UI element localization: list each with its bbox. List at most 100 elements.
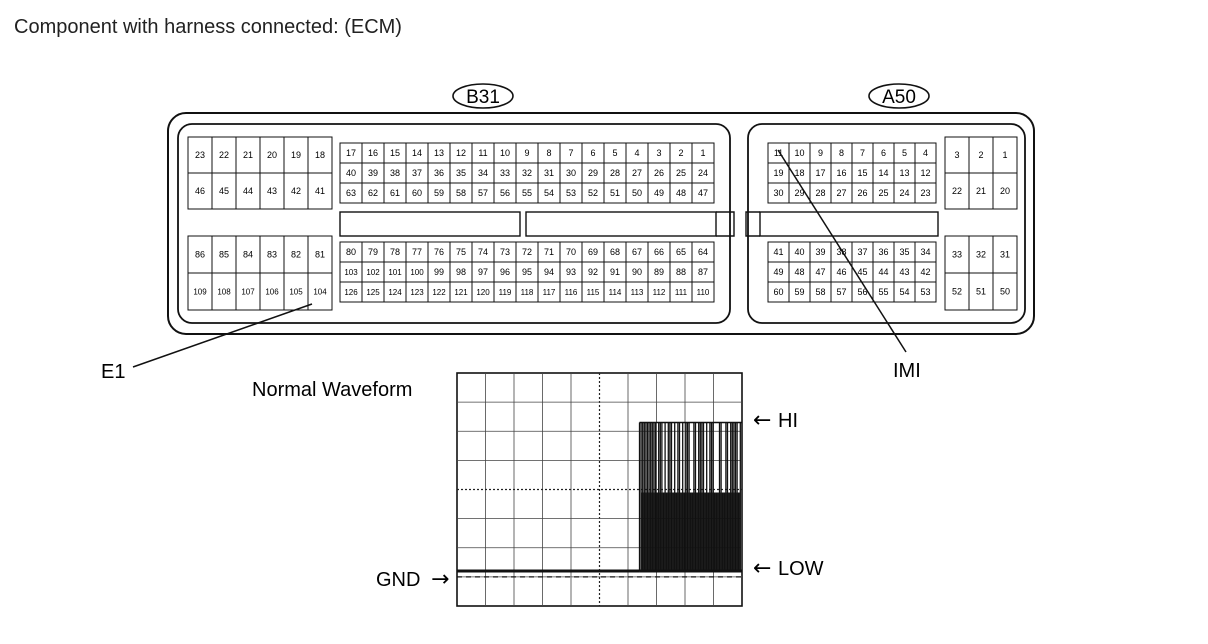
- a50-pin-35: 35: [894, 242, 915, 262]
- b31-label-badge: B31: [453, 84, 513, 108]
- b31-pin-label: 3: [656, 148, 661, 158]
- a50-pin-label: 9: [818, 148, 823, 158]
- b31-pin-label: 34: [478, 168, 488, 178]
- b31-pin-label: 20: [267, 150, 277, 160]
- a50-pin-2: 2: [969, 137, 993, 173]
- b31-pin-label: 120: [476, 288, 490, 297]
- b31-pin-label: 124: [388, 288, 402, 297]
- b31-pin-115: 115: [582, 282, 604, 302]
- b31-pin-label: 38: [390, 168, 400, 178]
- a50-pin-label: 34: [920, 247, 930, 257]
- a50-pin-label: 57: [836, 287, 846, 297]
- a50-pin-19: 19: [768, 163, 789, 183]
- b31-pin-33: 33: [494, 163, 516, 183]
- a50-pin-20: 20: [993, 173, 1017, 209]
- b31-pin-label: 96: [500, 267, 510, 277]
- b31-pin-121: 121: [450, 282, 472, 302]
- a50-pin-29: 29: [789, 183, 810, 203]
- a50-pin-27: 27: [831, 183, 852, 203]
- b31-pin-label: 29: [588, 168, 598, 178]
- b31-pin-label: 109: [193, 288, 207, 297]
- a50-pin-10: 10: [789, 143, 810, 163]
- a50-pin-37: 37: [852, 242, 873, 262]
- a50-pin-54: 54: [894, 282, 915, 302]
- b31-pin-35: 35: [450, 163, 472, 183]
- a50-pin-56: 56: [852, 282, 873, 302]
- b31-pin-label: 69: [588, 247, 598, 257]
- a50-pin-label: 1: [1002, 150, 1007, 160]
- a50-pin-36: 36: [873, 242, 894, 262]
- a50-pin-label: 17: [815, 168, 825, 178]
- b31-pin-48: 48: [670, 183, 692, 203]
- b31-pin-126: 126: [340, 282, 362, 302]
- b31-pin-label: 123: [410, 288, 424, 297]
- a50-pin-label: 44: [878, 267, 888, 277]
- b31-pin-20: 20: [260, 137, 284, 173]
- a50-pin-label: 21: [976, 186, 986, 196]
- b31-pin-label: 11: [478, 148, 487, 158]
- b31-pin-label: 64: [698, 247, 708, 257]
- b31-pin-label: 86: [195, 250, 205, 260]
- b31-pin-label: 12: [456, 148, 466, 158]
- b31-pin-112: 112: [648, 282, 670, 302]
- b31-pin-label: 54: [544, 188, 554, 198]
- a50-pin-label: 51: [976, 287, 986, 297]
- b31-pin-36: 36: [428, 163, 450, 183]
- b31-pin-label: 4: [634, 148, 639, 158]
- a50-pin-32: 32: [969, 236, 993, 273]
- b31-pin-label: 106: [265, 288, 279, 297]
- b31-pin-label: 87: [698, 267, 708, 277]
- b31-pin-110: 110: [692, 282, 714, 302]
- a50-pin-label: 43: [899, 267, 909, 277]
- a50-pin-label: 39: [815, 247, 825, 257]
- b31-pin-label: 71: [544, 247, 554, 257]
- a50-pin-33: 33: [945, 236, 969, 273]
- b31-pin-label: 84: [243, 250, 253, 260]
- b31-pin-label: 42: [291, 186, 301, 196]
- b31-pin-85: 85: [212, 236, 236, 273]
- b31-pin-label: 108: [217, 288, 231, 297]
- b31-pin-95: 95: [516, 262, 538, 282]
- b31-pin-label: 100: [410, 268, 424, 277]
- b31-pin-label: 107: [241, 288, 255, 297]
- b31-pin-label: 77: [412, 247, 422, 257]
- b31-pin-79: 79: [362, 242, 384, 262]
- b31-pin-24: 24: [692, 163, 714, 183]
- b31-pin-64: 64: [692, 242, 714, 262]
- a50-pin-label: 26: [857, 188, 867, 198]
- b31-pin-label: 21: [243, 150, 253, 160]
- b31-pin-87: 87: [692, 262, 714, 282]
- b31-key-slot-2: [526, 212, 716, 236]
- b31-pin-54: 54: [538, 183, 560, 203]
- b31-pin-57: 57: [472, 183, 494, 203]
- b31-pin-label: 121: [454, 288, 468, 297]
- b31-pin-50: 50: [626, 183, 648, 203]
- b31-pin-label: 41: [315, 186, 325, 196]
- b31-pin-49: 49: [648, 183, 670, 203]
- a50-pin-label: 13: [899, 168, 909, 178]
- a50-pin-label: 2: [978, 150, 983, 160]
- a50-pin-label: 25: [878, 188, 888, 198]
- a50-pin-39: 39: [810, 242, 831, 262]
- a50-pin-41: 41: [768, 242, 789, 262]
- b31-pin-label: 112: [653, 288, 666, 297]
- b31-pin-label: 27: [632, 168, 642, 178]
- a50-pin-1: 1: [993, 137, 1017, 173]
- b31-pin-96: 96: [494, 262, 516, 282]
- b31-pin-78: 78: [384, 242, 406, 262]
- a50-pin-label: 36: [878, 247, 888, 257]
- gnd-label: GND: [376, 569, 420, 591]
- b31-pin-label: 90: [632, 267, 642, 277]
- a50-pin-60: 60: [768, 282, 789, 302]
- a50-pin-label: 22: [952, 186, 962, 196]
- a50-pin-label: 10: [794, 148, 804, 158]
- b31-pin-109: 109: [188, 273, 212, 310]
- b31-pin-label: 95: [522, 267, 532, 277]
- b31-pin-111: 111: [670, 282, 692, 302]
- b31-pin-label: 56: [500, 188, 510, 198]
- b31-pin-label: 73: [500, 247, 510, 257]
- b31-pin-51: 51: [604, 183, 626, 203]
- b31-pin-label: 62: [368, 188, 378, 198]
- b31-pin-label: 17: [346, 148, 356, 158]
- b31-pin-84: 84: [236, 236, 260, 273]
